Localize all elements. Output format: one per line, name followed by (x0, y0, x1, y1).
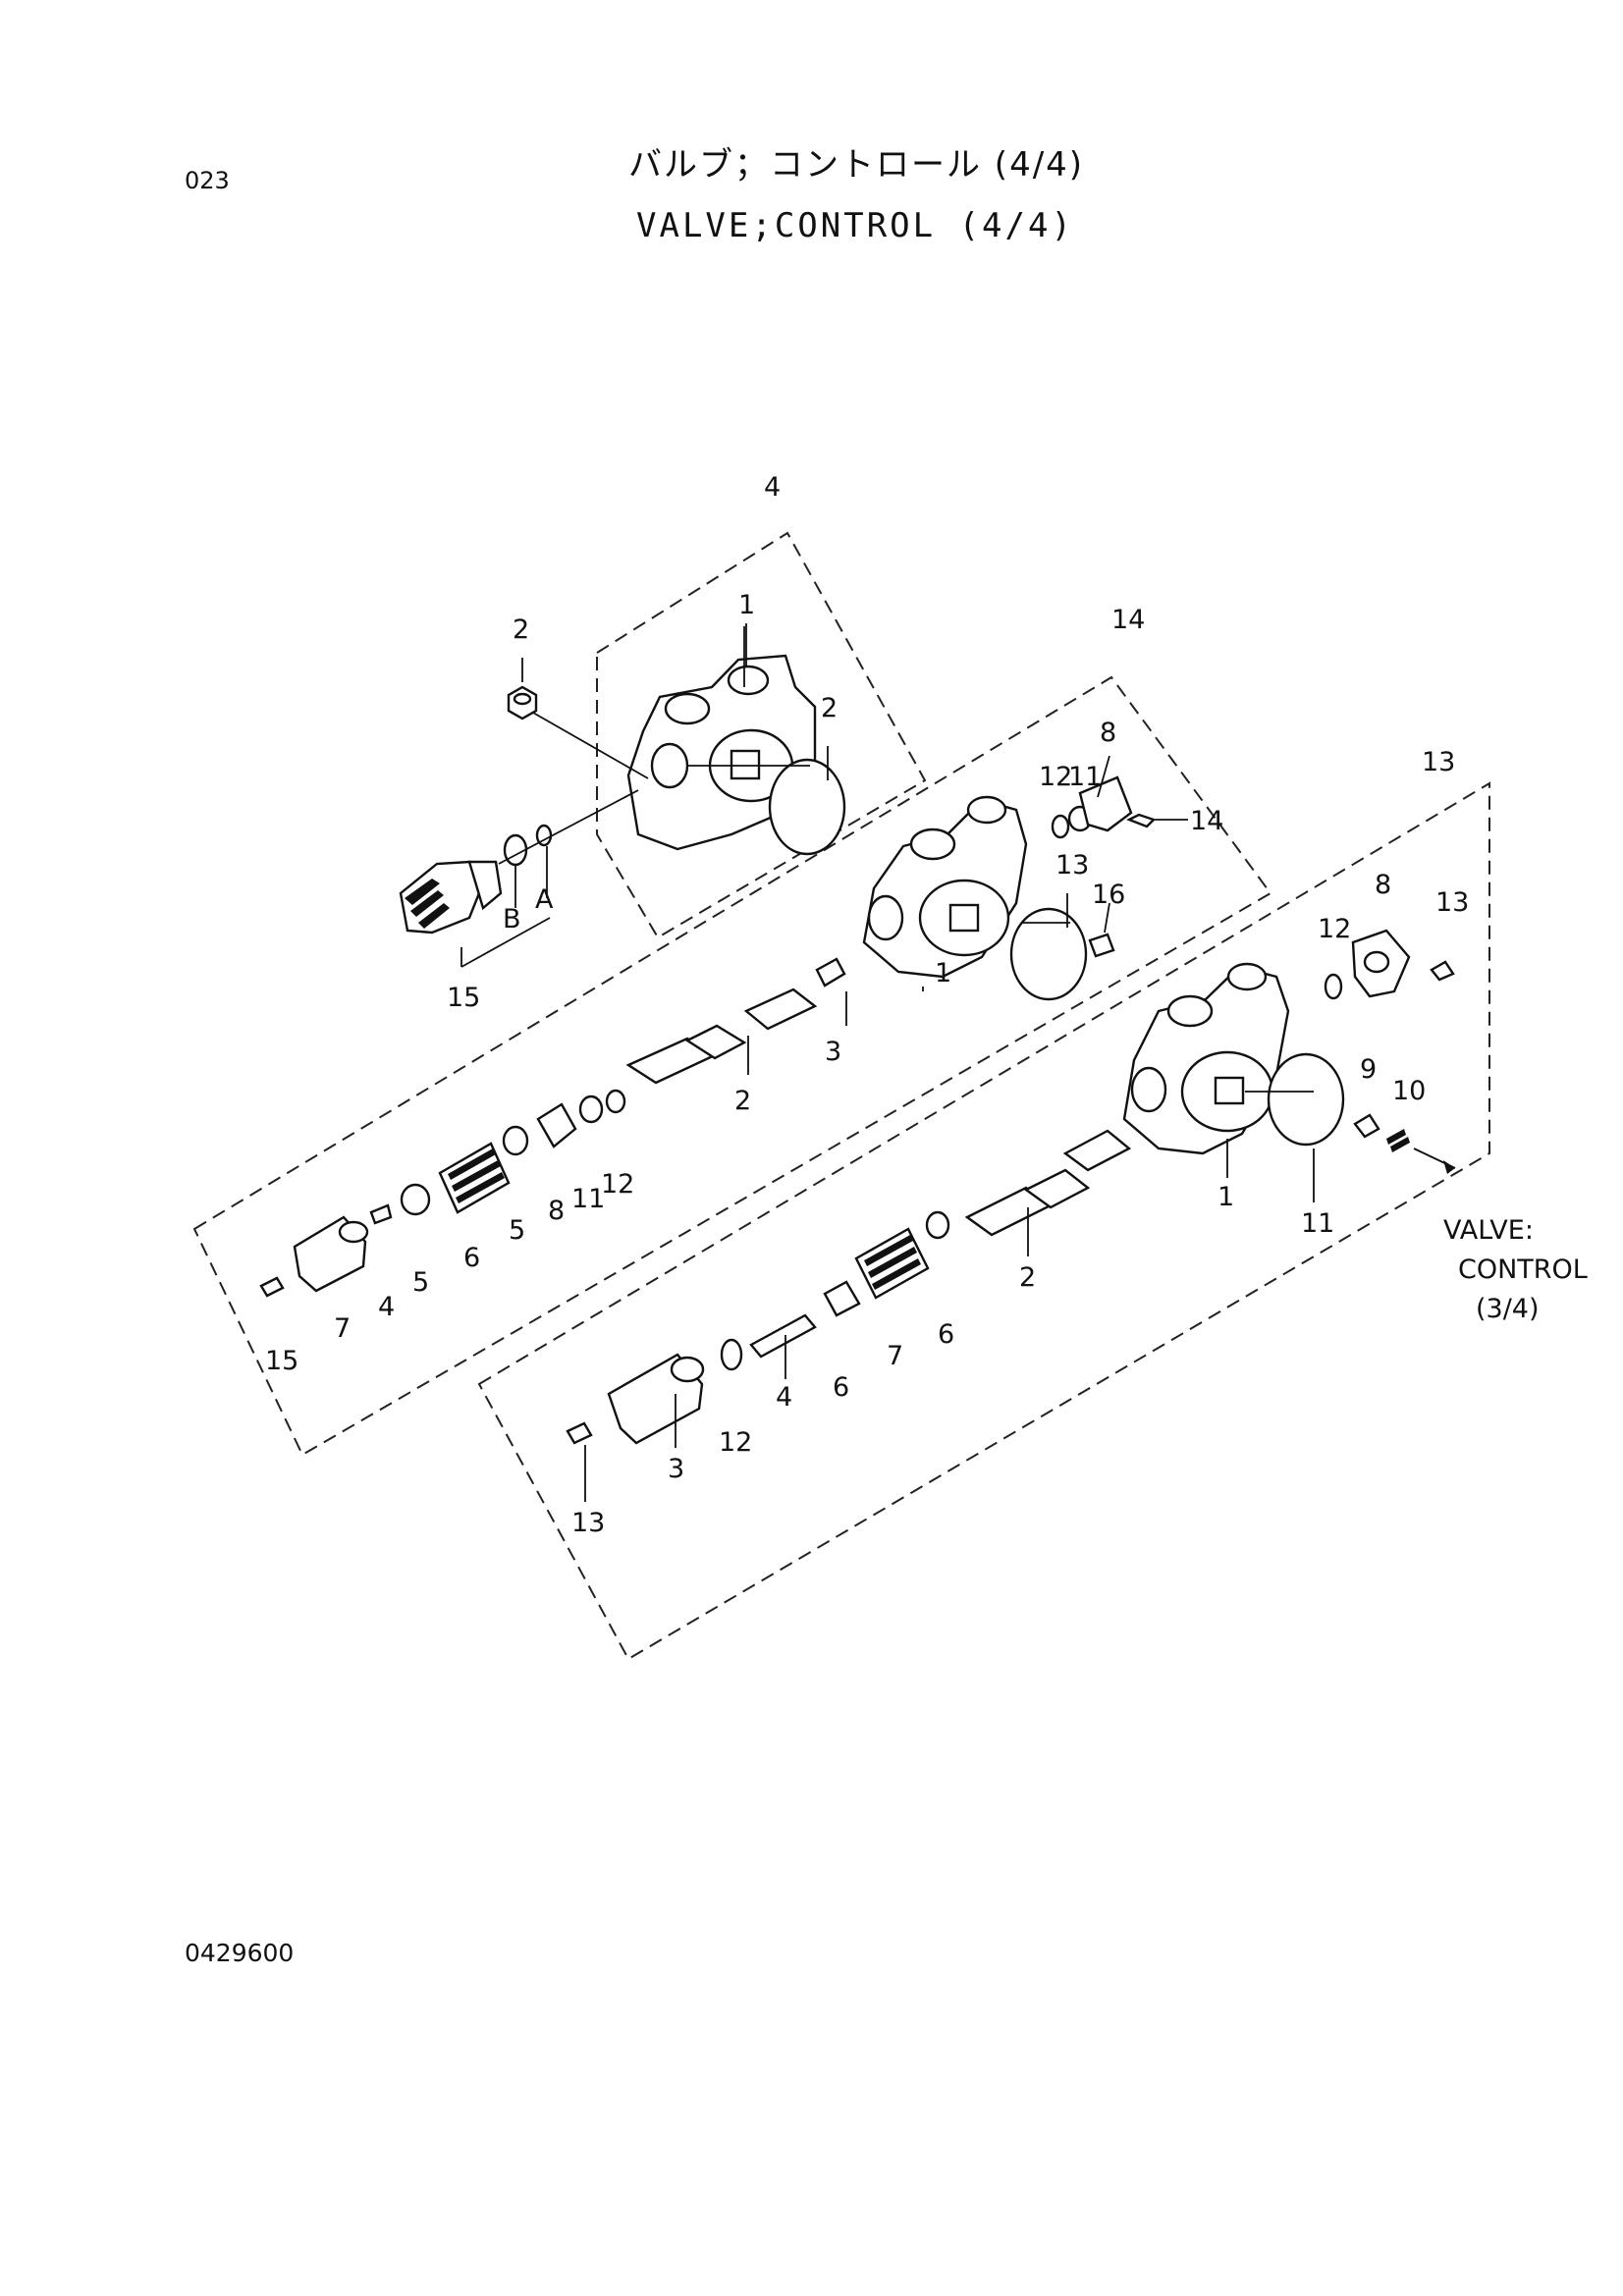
callout: 1 (738, 590, 755, 620)
cap-7-middle (293, 1215, 369, 1293)
callout: 6 (833, 1372, 849, 1403)
callout: 8 (1100, 718, 1116, 748)
plug-16 (1088, 933, 1115, 958)
callout: 1 (1217, 1182, 1234, 1212)
callout: 15 (265, 1346, 298, 1376)
callout: 11 (1068, 762, 1102, 792)
callout: 7 (887, 1341, 903, 1371)
spring-bottom (854, 1227, 930, 1300)
callout: 4 (764, 472, 781, 503)
fitting-9 (1353, 1113, 1380, 1139)
page-number: 023 (185, 167, 230, 194)
title-japanese: バルブ；コントロール (4/4) (628, 145, 1085, 185)
callout: 13 (571, 1508, 605, 1538)
stopper-4-bottom (749, 1313, 817, 1359)
stopper-4-middle (369, 1203, 393, 1225)
o-ring-12-bottom (1324, 973, 1343, 1000)
bolt-15-middle (259, 1276, 285, 1298)
callout: 12 (1039, 762, 1072, 792)
group-13-boundary (477, 781, 1490, 1661)
cover-8-bottom (1351, 929, 1411, 998)
screw-13-right (1430, 960, 1455, 982)
seat-5-middle (400, 1183, 431, 1216)
callout: 14 (1111, 605, 1145, 635)
screw-14-top (1126, 813, 1157, 828)
o-ring-12-lower (720, 1338, 743, 1371)
cap-3-bottom (607, 1353, 705, 1445)
spool-bottom (964, 1129, 1132, 1237)
callout: 6 (938, 1319, 954, 1350)
nut (507, 685, 538, 721)
plug-assembly (399, 860, 503, 934)
callout: 10 (1392, 1076, 1426, 1106)
callout: 14 (1190, 806, 1223, 836)
cover-plate-8-middle (1078, 775, 1133, 832)
o-ring-12-middle (1051, 814, 1070, 839)
housing-top (626, 654, 817, 851)
callout: 3 (668, 1454, 684, 1484)
callout: 2 (821, 693, 838, 723)
o-ring-large-bottom (1267, 1052, 1345, 1147)
callout: 13 (1422, 747, 1455, 777)
port-label-b: B (503, 904, 521, 934)
reference-note-line2: CONTROL (1458, 1255, 1588, 1285)
callout: 1 (935, 958, 951, 988)
callout: 4 (776, 1382, 792, 1413)
callout: 13 (1055, 850, 1089, 881)
callout: 8 (1375, 870, 1391, 900)
callout: 11 (1301, 1208, 1334, 1239)
group-14-boundary (192, 675, 1272, 1457)
adapter-3-middle (815, 957, 846, 988)
document-code: 0429600 (185, 1939, 295, 1967)
callout: 2 (1019, 1262, 1036, 1293)
reference-note-line1: VALVE: (1443, 1215, 1534, 1246)
plug-10 (1386, 1129, 1410, 1152)
callout: 13 (1435, 887, 1469, 918)
callout: 9 (1360, 1054, 1377, 1085)
callout: 3 (825, 1037, 841, 1067)
housing-bottom (1122, 962, 1290, 1155)
callout: 5 (509, 1215, 525, 1246)
spring-seat-parts-middle (502, 1089, 626, 1156)
callout: 6 (463, 1243, 480, 1273)
seat-6-lower-bottom (823, 1280, 861, 1317)
callout: 12 (1318, 914, 1351, 944)
bolt-13-bottom (566, 1421, 593, 1445)
o-ring-large-top (768, 758, 846, 856)
o-ring-large-middle (1009, 907, 1088, 1001)
callout: 2 (513, 614, 529, 645)
callout: 4 (378, 1292, 395, 1322)
port-label-a: A (535, 884, 554, 915)
callout: 7 (334, 1313, 351, 1344)
callout: 16 (1092, 880, 1125, 910)
title-english: VALVE;CONTROL (4/4) (636, 206, 1074, 245)
callout: 12 (601, 1169, 634, 1200)
spring-middle (438, 1142, 511, 1214)
callout: 11 (571, 1184, 605, 1214)
callout: 8 (548, 1196, 565, 1226)
spool-middle (625, 988, 818, 1085)
callout: 5 (412, 1267, 429, 1298)
callout: 2 (734, 1086, 751, 1116)
callout: 15 (447, 983, 480, 1013)
housing-middle (862, 795, 1028, 979)
callout: 12 (719, 1427, 752, 1458)
reference-note-line3: (3/4) (1476, 1294, 1540, 1324)
seat-6-upper-bottom (925, 1210, 950, 1240)
